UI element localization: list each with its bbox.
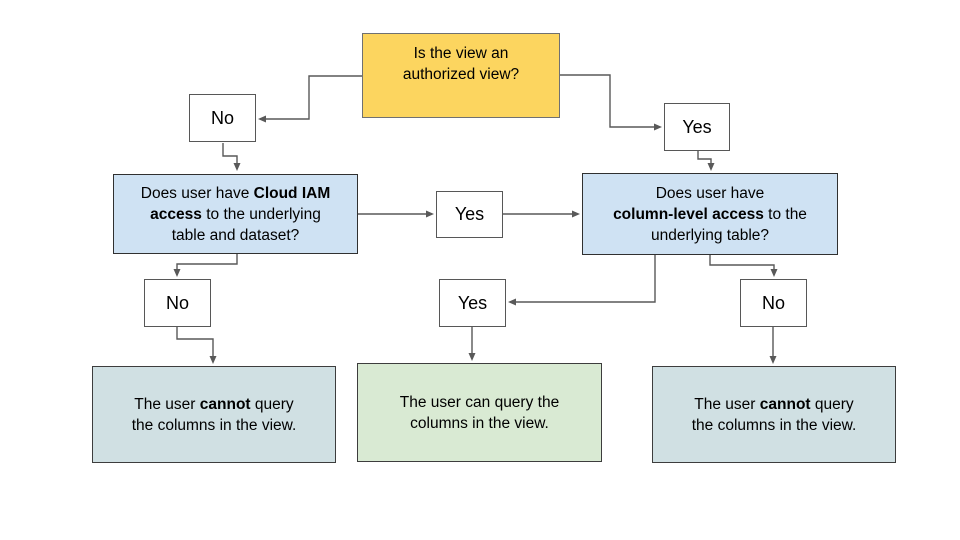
result-cannot-query-right: The user cannot query the columns in the… bbox=[652, 366, 896, 463]
edge-authorized-to-no-top bbox=[258, 75, 362, 123]
edge-iam-to-no-left bbox=[173, 254, 238, 277]
decision-column-level-access-label: Does user have column-level access to th… bbox=[613, 184, 807, 244]
result-cannot-query-left-label: The user cannot query the columns in the… bbox=[131, 395, 297, 434]
branch-no-top: No bbox=[189, 94, 256, 142]
edge-no-left-to-cannot-left bbox=[176, 327, 217, 364]
branch-yes-top-label: Yes bbox=[682, 116, 712, 137]
result-cannot-query-left: The user cannot query the columns in the… bbox=[92, 366, 336, 463]
decision-is-authorized-view-label: Is the view an authorized view? bbox=[402, 45, 520, 83]
branch-no-top-label: No bbox=[210, 107, 234, 128]
edge-no-top-to-iam bbox=[222, 143, 241, 171]
decision-is-authorized-view: Is the view an authorized view? bbox=[362, 33, 560, 118]
result-cannot-query-right-label: The user cannot query the columns in the… bbox=[691, 395, 857, 434]
result-can-query-label: The user can query the columns in the vi… bbox=[399, 393, 560, 432]
result-can-query: The user can query the columns in the vi… bbox=[357, 363, 602, 462]
branch-no-left-label: No bbox=[165, 292, 189, 313]
branch-yes-mid: Yes bbox=[436, 191, 503, 238]
edge-yes-top-to-column bbox=[697, 151, 715, 171]
edge-column-to-yes-lower bbox=[508, 255, 656, 306]
decision-column-level-access: Does user have column-level access to th… bbox=[582, 173, 838, 255]
branch-yes-mid-label: Yes bbox=[454, 204, 485, 224]
branch-no-left: No bbox=[144, 279, 211, 327]
edge-column-to-no-right bbox=[709, 255, 778, 277]
decision-cloud-iam-access: Does user have Cloud IAM access to the u… bbox=[113, 174, 358, 254]
branch-yes-lower: Yes bbox=[439, 279, 506, 327]
branch-yes-lower-label: Yes bbox=[457, 292, 488, 313]
branch-no-right-label: No bbox=[761, 292, 785, 313]
branch-no-right: No bbox=[740, 279, 807, 327]
branch-yes-top: Yes bbox=[664, 103, 730, 151]
decision-cloud-iam-access-label: Does user have Cloud IAM access to the u… bbox=[140, 184, 331, 244]
edge-authorized-to-yes-top bbox=[560, 74, 662, 131]
